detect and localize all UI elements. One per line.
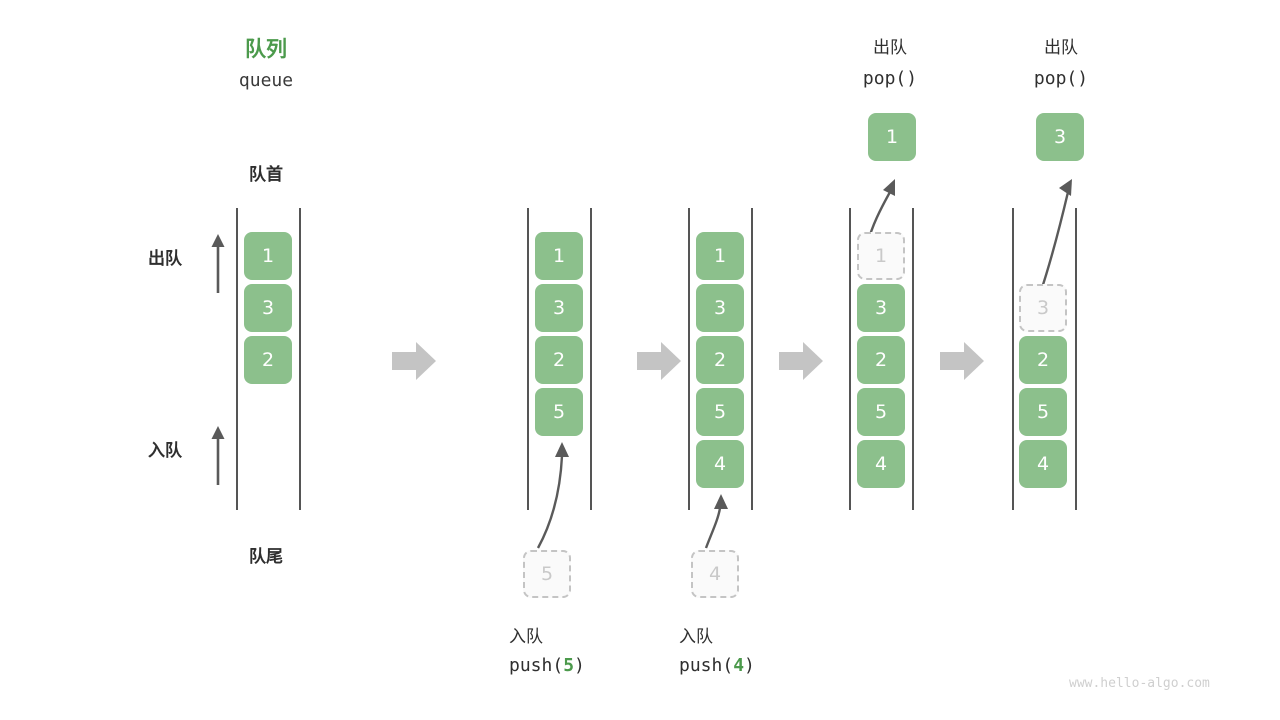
pop-arrow-icon (1038, 179, 1072, 295)
push-code-suffix: ) (744, 655, 755, 676)
side-push-label: 入队 (148, 441, 182, 461)
queue-rail-left-col5 (1012, 208, 1014, 510)
page-title-cn: 队列 (245, 37, 287, 61)
pop-result-cell[interactable]: 3 (1036, 113, 1084, 161)
push-code-number: 4 (733, 655, 745, 676)
push-op-label-code: push(5) (483, 655, 669, 676)
queue-rail-left-col1 (236, 208, 238, 510)
pop-direction-arrow-icon (211, 234, 225, 293)
popped-ghost-cell: 1 (857, 232, 905, 280)
queue-rail-right-col4 (912, 208, 914, 510)
queue-cell[interactable]: 2 (535, 336, 583, 384)
front-label: 队首 (249, 165, 283, 185)
push-op-label-cn: 入队 (509, 627, 543, 647)
queue-cell[interactable]: 5 (1019, 388, 1067, 436)
pop-op-label-code: pop() (862, 68, 918, 89)
queue-cell[interactable]: 1 (696, 232, 744, 280)
queue-cell[interactable]: 2 (1019, 336, 1067, 384)
push-code-prefix: push( (679, 655, 734, 676)
queue-cell[interactable]: 1 (535, 232, 583, 280)
transition-arrow-icon (637, 342, 681, 380)
queue-rail-left-col2 (527, 208, 529, 510)
side-pop-label: 出队 (148, 249, 182, 269)
rear-label: 队尾 (249, 547, 283, 567)
pop-op-label-code: pop() (1033, 68, 1089, 89)
queue-rail-right-col1 (299, 208, 301, 510)
push-input-cell[interactable]: 4 (691, 550, 739, 598)
transition-arrow-icon (940, 342, 984, 380)
pop-result-cell[interactable]: 1 (868, 113, 916, 161)
popped-ghost-cell: 3 (1019, 284, 1067, 332)
queue-cell[interactable]: 2 (696, 336, 744, 384)
push-arrow-icon (704, 494, 728, 549)
queue-rail-right-col3 (751, 208, 753, 510)
push-code-prefix: push( (509, 655, 564, 676)
queue-rail-left-col3 (688, 208, 690, 510)
push-input-cell[interactable]: 5 (523, 550, 571, 598)
push-direction-arrow-icon (211, 426, 225, 485)
queue-rail-right-col5 (1075, 208, 1077, 510)
queue-cell[interactable]: 3 (696, 284, 744, 332)
pop-op-label-cn: 出队 (873, 38, 907, 58)
push-op-label-code: push(4) (653, 655, 839, 676)
page-title-en: queue (238, 70, 294, 91)
queue-rail-left-col4 (849, 208, 851, 510)
transition-arrow-icon (779, 342, 823, 380)
pop-op-label-cn: 出队 (1044, 38, 1078, 58)
queue-cell[interactable]: 4 (696, 440, 744, 488)
queue-cell[interactable]: 1 (244, 232, 292, 280)
transition-arrow-icon (392, 342, 436, 380)
queue-rail-right-col2 (590, 208, 592, 510)
queue-cell[interactable]: 4 (857, 440, 905, 488)
queue-cell[interactable]: 3 (244, 284, 292, 332)
push-op-label-cn: 入队 (679, 627, 713, 647)
watermark: www.hello-algo.com (1069, 676, 1210, 691)
queue-cell[interactable]: 4 (1019, 440, 1067, 488)
queue-cell[interactable]: 2 (857, 336, 905, 384)
queue-cell[interactable]: 5 (857, 388, 905, 436)
queue-cell[interactable]: 5 (696, 388, 744, 436)
queue-cell[interactable]: 3 (535, 284, 583, 332)
queue-cell[interactable]: 2 (244, 336, 292, 384)
push-arrow-icon (536, 442, 569, 549)
queue-cell[interactable]: 5 (535, 388, 583, 436)
push-code-number: 5 (563, 655, 575, 676)
push-code-suffix: ) (574, 655, 585, 676)
queue-cell[interactable]: 3 (857, 284, 905, 332)
